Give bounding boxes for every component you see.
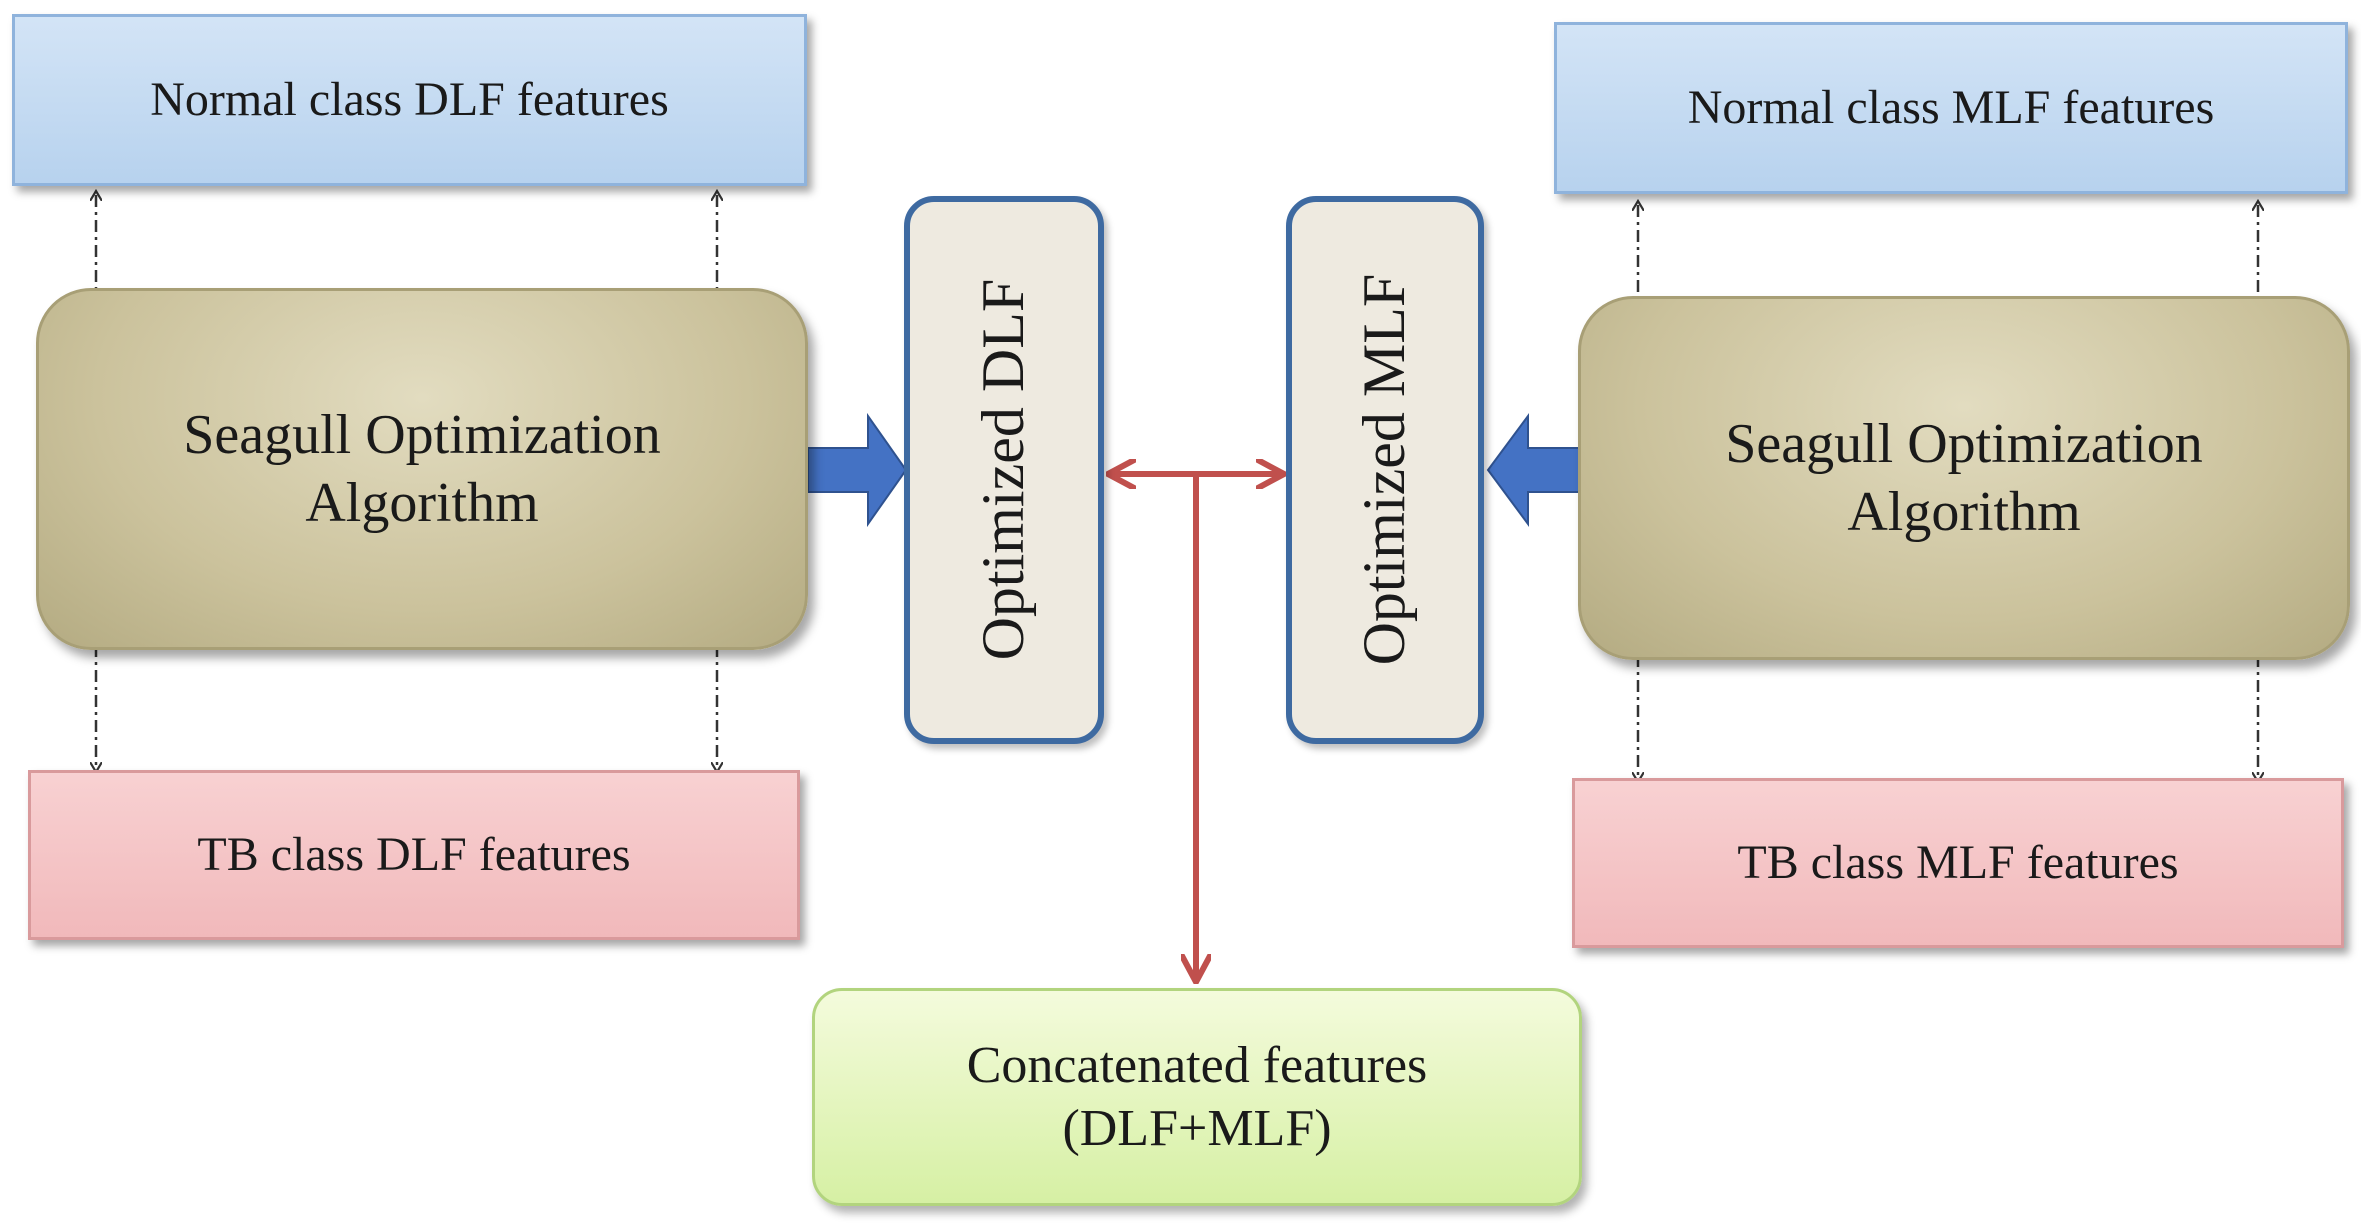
tb-mlf-features-box: TB class MLF features (1572, 778, 2344, 948)
optimized-mlf-label: Optimized MLF (1351, 274, 1418, 666)
tb-mlf-features-label: TB class MLF features (1737, 835, 2179, 889)
right-soa-box: Seagull Optimization Algorithm (1578, 296, 2350, 660)
concatenated-features-box: Concatenated features (DLF+MLF) (812, 988, 1582, 1206)
optimized-mlf-box: Optimized MLF (1286, 196, 1484, 744)
normal-dlf-features-label: Normal class DLF features (150, 72, 669, 126)
tb-dlf-features-box: TB class DLF features (28, 770, 800, 940)
left-soa-line1: Seagull Optimization (183, 403, 661, 466)
concatenated-features-line1: Concatenated features (966, 1036, 1428, 1094)
left-soa-box: Seagull Optimization Algorithm (36, 288, 808, 650)
normal-mlf-features-box: Normal class MLF features (1554, 22, 2348, 194)
optimized-dlf-label: Optimized DLF (970, 279, 1037, 661)
optimized-dlf-box: Optimized DLF (904, 196, 1104, 744)
left-blue-arrow (807, 412, 908, 528)
normal-mlf-features-label: Normal class MLF features (1687, 80, 2215, 134)
right-soa-line2: Algorithm (1847, 481, 2081, 543)
concatenated-features-line2: (DLF+MLF) (1062, 1100, 1332, 1157)
tb-dlf-features-label: TB class DLF features (197, 827, 631, 881)
right-blue-arrow (1486, 412, 1581, 528)
right-soa-line1: Seagull Optimization (1725, 412, 2203, 475)
normal-dlf-features-box: Normal class DLF features (12, 14, 807, 186)
left-soa-line2: Algorithm (305, 472, 539, 534)
